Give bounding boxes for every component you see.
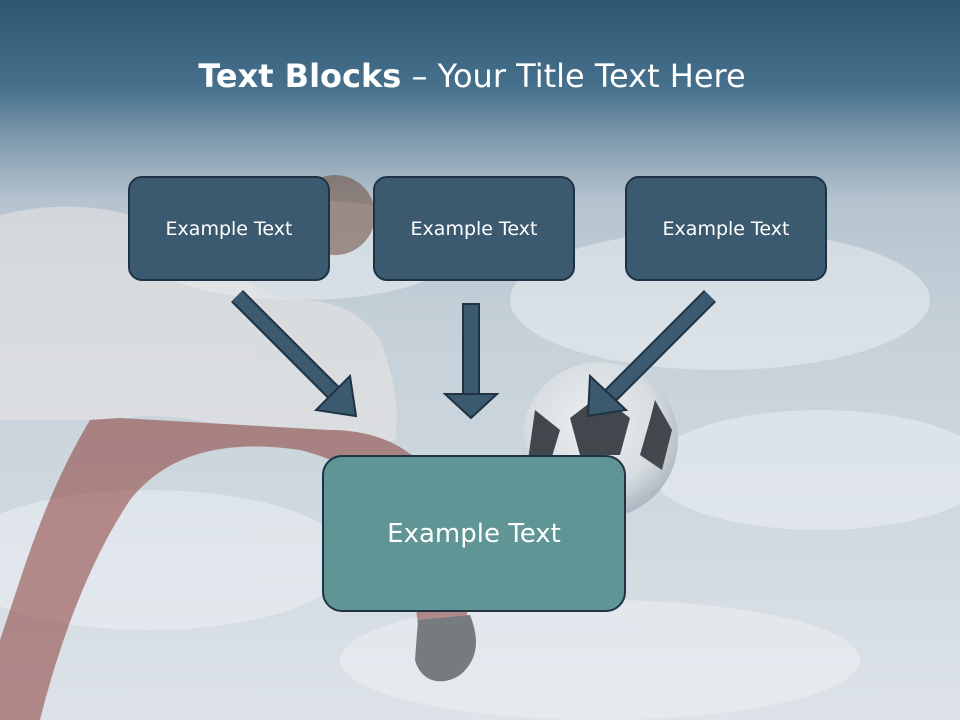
text-box-3[interactable]: Example Text (625, 176, 827, 281)
slide-title: Text Blocks – Your Title Text Here (0, 56, 944, 96)
text-box-2-label: Example Text (410, 217, 538, 240)
arrow-down-icon (442, 303, 500, 420)
title-dash: – (401, 57, 438, 95)
title-bold: Text Blocks (198, 57, 402, 95)
arrow-down-left-icon (586, 289, 717, 418)
title-rest: Your Title Text Here (437, 57, 746, 95)
main-text-box-label: Example Text (387, 518, 561, 549)
main-text-box[interactable]: Example Text (322, 455, 626, 612)
text-box-1-label: Example Text (165, 217, 293, 240)
text-box-3-label: Example Text (662, 217, 790, 240)
text-box-2[interactable]: Example Text (373, 176, 575, 281)
arrow-down-right-icon (230, 289, 358, 418)
text-box-1[interactable]: Example Text (128, 176, 330, 281)
